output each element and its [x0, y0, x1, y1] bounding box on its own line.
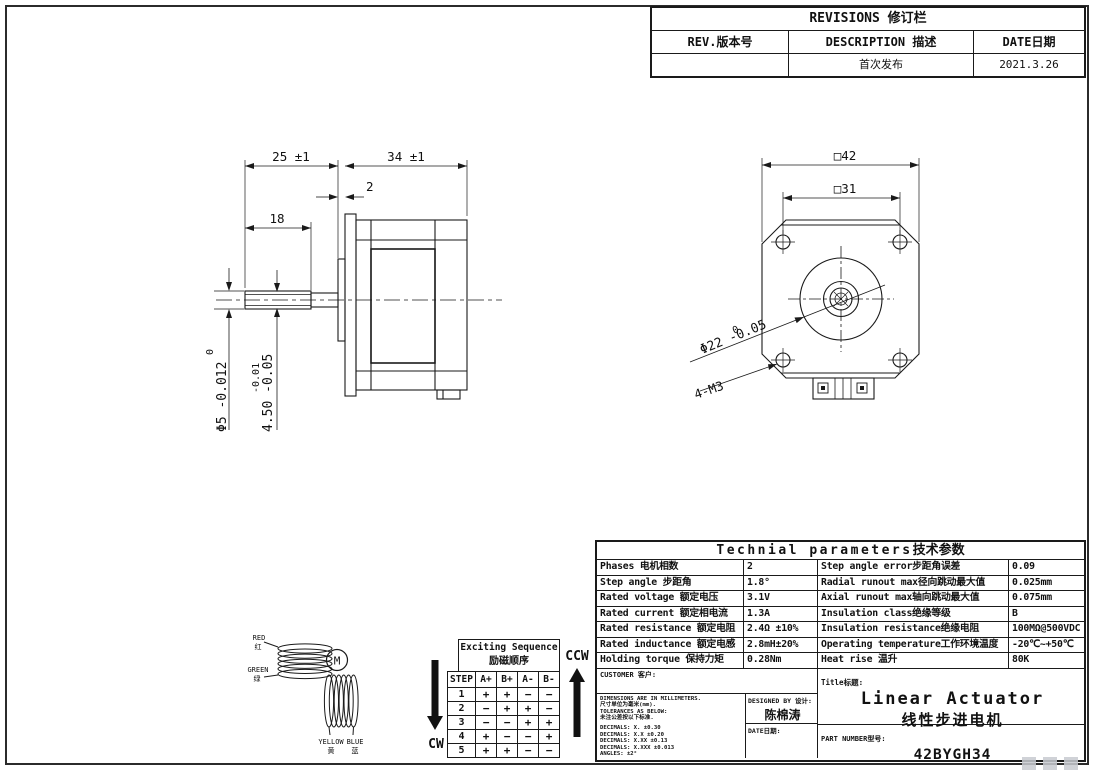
product-title-cn: 线性步进电机: [901, 710, 1004, 729]
dim-shaft-diameter-upper-tol: 0: [205, 349, 216, 355]
sequence-title: Exciting Sequence 励磁顺序: [458, 639, 560, 672]
sequence-row: 2−++−: [448, 701, 559, 715]
lead-yellow-cn-label: 黄: [328, 746, 335, 755]
designed-by-label: DESIGNED BY 设计:: [748, 696, 812, 705]
seq-col-b-plus: B+: [496, 672, 517, 687]
parameters-title: Technial parameters技术参数: [597, 542, 1084, 559]
revisions-row: 首次发布 2021.3.26: [652, 53, 1084, 76]
motor-symbol: M: [334, 655, 341, 668]
seq-col-a-minus: A-: [517, 672, 538, 687]
revisions-table: REVISIONS 修订栏 REV.版本号 DESCRIPTION 描述 DAT…: [650, 6, 1086, 78]
lead-green-cn-label: 绿: [254, 674, 261, 683]
sequence-title-en: Exciting Sequence: [460, 642, 558, 653]
sequence-header-row: STEP A+ B+ A- B-: [448, 672, 559, 687]
dim-boss-diameter-upper-tol: 0: [731, 324, 741, 336]
dim-mounting-holes: 4-M3: [692, 378, 725, 402]
dim-boss-thickness: 2: [366, 179, 374, 194]
watermark-fragment: [1022, 757, 1084, 770]
part-number-label: PART NUMBER型号:: [821, 734, 886, 743]
part-number: 42BYGH34: [913, 746, 992, 763]
parameters-title-en: Technial parameters: [716, 543, 913, 558]
cw-label: CW: [428, 737, 444, 752]
dim-body-length: 34 ±1: [387, 149, 425, 164]
lead-green-label: GREEN: [247, 666, 268, 674]
part-number-cell: PART NUMBER型号: 42BYGH34: [818, 725, 1084, 763]
wiring-diagram: M RED 红 GREEN 绿 YELLOW 黄 BLUE 蓝: [247, 634, 363, 755]
date-label: DATE日期:: [748, 726, 781, 735]
seq-col-b-minus: B-: [538, 672, 559, 687]
ccw-arrow-shaft: [573, 682, 581, 737]
revisions-col-date: DATE日期: [973, 31, 1084, 53]
revision-date: 2021.3.26: [973, 54, 1084, 76]
revisions-col-rev: REV.版本号: [687, 35, 753, 49]
designer-name: 陈棉涛: [764, 707, 801, 722]
front-view-drawing: □42 □31 Φ22 -0.05 0 4-M3: [689, 148, 920, 402]
product-title-en: Linear Actuator: [860, 688, 1045, 709]
seq-col-step: STEP: [450, 674, 473, 685]
side-view-drawing: 25 ±1 34 ±1 2 18 Φ5 -0.012 0 4.50 -0.05 …: [205, 149, 502, 432]
lead-yellow-label: YELLOW: [318, 738, 344, 746]
dim-frame-size: □42: [834, 148, 857, 163]
cw-arrow-shaft: [431, 660, 439, 716]
sequence-title-cn: 励磁顺序: [489, 656, 529, 667]
motor-symbol-circle: [325, 648, 349, 672]
revisions-col-description: DESCRIPTION 描述: [788, 31, 973, 53]
parameters-title-cn: 技术参数: [912, 543, 965, 558]
seq-col-a-plus: A+: [475, 672, 496, 687]
dim-shaft-diameter: Φ5 -0.012: [215, 362, 230, 432]
designed-by-cell: DESIGNED BY 设计: 陈棉涛: [746, 694, 817, 724]
lead-blue-label: BLUE: [347, 738, 364, 746]
cw-arrow-head: [427, 716, 443, 730]
sequence-row: 3−−++: [448, 715, 559, 729]
dim-boss-diameter: Φ22 -0.05: [698, 317, 769, 357]
dim-thread-length: 18: [269, 211, 284, 226]
tolerance-notes: DIMENSIONS ARE IN MILLIMETERS. 尺寸单位为毫米(m…: [597, 693, 746, 758]
dim-screw-flat: 4.50 -0.05: [261, 354, 276, 432]
revision-description: 首次发布: [788, 54, 973, 76]
dim-screw-flat-upper-tol: -0.01: [251, 363, 262, 393]
revisions-title: REVISIONS 修订栏: [809, 11, 927, 26]
sequence-row: 4+−−+: [448, 729, 559, 743]
lead-red-label: RED: [253, 634, 266, 642]
dim-hole-pitch: □31: [834, 181, 857, 196]
sequence-row: 1++−−: [448, 687, 559, 701]
sheet-border: [5, 5, 1089, 765]
revision-rev: [652, 54, 788, 76]
dim-shaft-length: 25 ±1: [272, 149, 310, 164]
date-cell: DATE日期:: [746, 724, 817, 758]
customer-label: CUSTOMER 客户:: [597, 669, 817, 694]
product-title-cell: Title标题: Linear Actuator 线性步进电机: [818, 669, 1084, 729]
ccw-arrow-head: [569, 668, 585, 682]
lead-red-cn-label: 红: [255, 642, 262, 651]
lead-blue-cn-label: 蓝: [352, 746, 359, 755]
title-label: Title标题:: [821, 677, 864, 687]
rotation-arrows: CCW CW: [427, 649, 589, 752]
ccw-label: CCW: [565, 649, 589, 664]
sequence-table: STEP A+ B+ A- B- 1++−− 2−++− 3−−++ 4+−−+…: [447, 671, 560, 758]
sequence-row: 5++−−: [448, 743, 559, 757]
